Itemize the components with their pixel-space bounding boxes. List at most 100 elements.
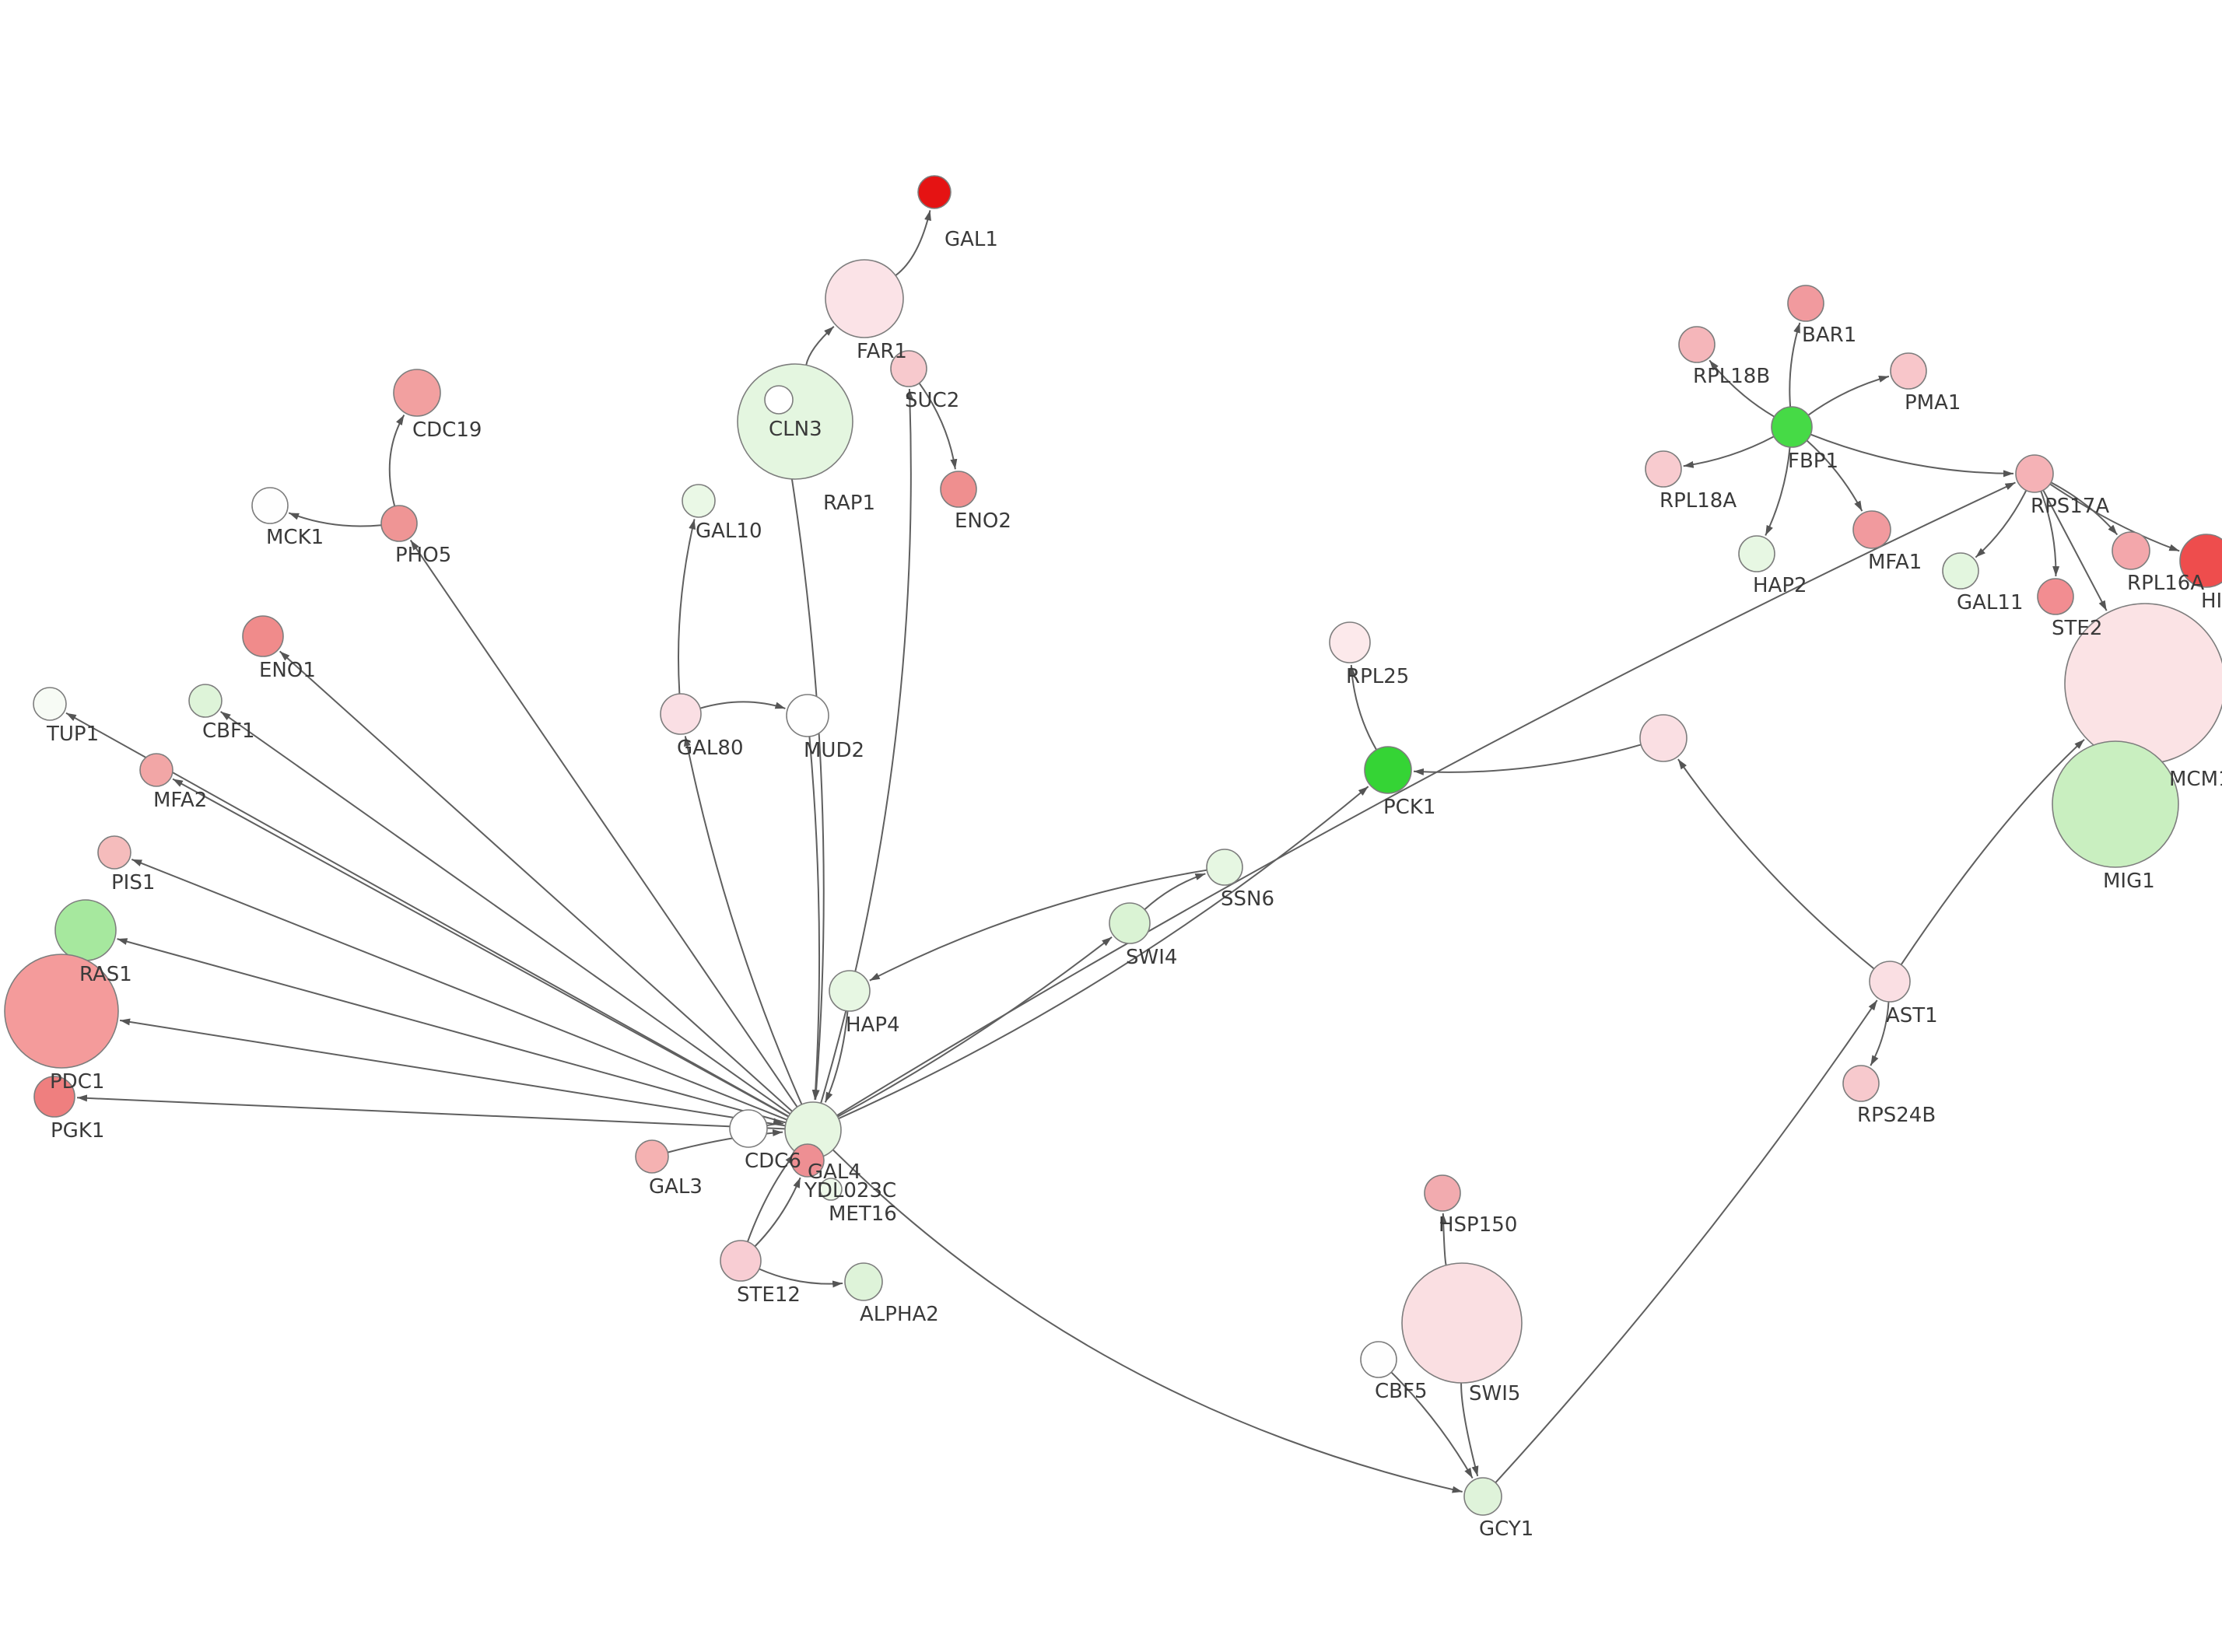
edge-GAL4-PGK1[interactable] [76,1094,786,1130]
node-MUD2[interactable] [786,694,829,737]
node-GAL11[interactable] [1942,552,1979,590]
edge-PHO5-MCK1[interactable] [288,512,382,527]
edge-RAP1-GAL4[interactable] [780,413,825,1101]
edge-GAL4-CBF1[interactable] [220,711,791,1115]
node-CBF1[interactable] [188,684,223,718]
node-HIS4[interactable] [2179,534,2222,588]
node-ALPHA2[interactable] [844,1262,883,1301]
node-TUP1[interactable] [33,687,67,721]
node-MFA2[interactable] [139,753,173,787]
edge-GAL4-PHO5[interactable] [409,539,798,1108]
edge-SSN6-HAP4[interactable] [869,869,1207,982]
edge-SWI5-GCY1[interactable] [1460,1382,1479,1477]
edge-FBP1-MFA1[interactable] [1806,439,1863,512]
node-STE12[interactable] [720,1240,762,1282]
edge-SWI5-HSP150[interactable] [1439,1213,1447,1265]
node-MET16[interactable] [819,1178,843,1201]
edge-AST1-N39[interactable] [1677,758,1875,970]
node-GCY1[interactable] [1463,1477,1502,1516]
edge-SWI4-SSN6[interactable] [1144,873,1206,911]
edge-AST1-MCM1[interactable] [1900,739,2085,965]
edge-GAL4-SWI4[interactable] [837,936,1113,1118]
edge-SUC2-ENO2[interactable] [918,383,958,470]
node-RPS17A[interactable] [2015,454,2054,493]
edge-GAL4-MFA2[interactable] [172,778,789,1118]
edge-GAL80-MUD2[interactable] [699,701,786,709]
node-PDC1[interactable] [4,954,119,1069]
edge-GAL3-GAL4[interactable] [668,1129,783,1153]
node-N39[interactable] [1639,714,1688,762]
node-PMA1[interactable] [1890,352,1927,390]
node-PIS1[interactable] [97,835,131,870]
node-STE2[interactable] [2037,578,2074,615]
node-HSP150[interactable] [1424,1174,1461,1212]
edge-CLN3-FAR1[interactable] [805,325,835,366]
edge-GAL4-GAL80[interactable] [683,736,803,1105]
edge-HAP4-GAL4[interactable] [824,1010,849,1103]
edge-GAL4-PIS1[interactable] [131,858,787,1121]
edge-GAL4-GCY1[interactable] [832,1149,1463,1493]
node-RPL18B[interactable] [1678,326,1716,363]
node-RAS1[interactable] [54,899,117,961]
node-YDL023C[interactable] [790,1143,825,1178]
edge-FBP1-RPL18B[interactable] [1709,359,1775,418]
edge-N39-PCK1[interactable] [1413,744,1642,775]
edge-GAL4-TUP1[interactable] [65,712,790,1118]
node-RPL18A[interactable] [1645,450,1682,488]
node-GAL3[interactable] [635,1139,669,1174]
edge-CDC6-GAL4[interactable] [766,1118,784,1126]
node-RPL16A[interactable] [2112,531,2150,570]
node-PHO5[interactable] [380,505,418,542]
node-PGK1[interactable] [33,1076,75,1118]
edge-GAL4-PCK1[interactable] [838,786,1369,1120]
edge-STE12-GAL4[interactable] [746,1153,795,1242]
edge-FBP1-RPS17A[interactable] [1810,433,2014,478]
edge-RPS17A-RPL16A[interactable] [2050,481,2119,536]
node-PCK1[interactable] [1364,746,1412,794]
edge-FAR1-GAL1[interactable] [895,210,931,277]
node-RPS24B[interactable] [1842,1065,1880,1102]
edge-MUD2-GAL4[interactable] [808,736,821,1101]
edge-RPS17A-GAL11[interactable] [1975,490,2027,558]
edge-FBP1-BAR1[interactable] [1789,322,1801,408]
node-SUC2[interactable] [890,350,927,387]
node-CDC19[interactable] [393,369,441,417]
node-SSN6[interactable] [1206,849,1243,886]
node-CDC6[interactable] [729,1109,768,1148]
edge-FBP1-HAP2[interactable] [1765,446,1791,536]
node-HAP2[interactable] [1738,535,1775,572]
edge-CBF5-GCY1[interactable] [1390,1371,1474,1479]
edge-GAL4-RPS17A[interactable] [836,481,2016,1117]
node-MFA1[interactable] [1852,510,1891,549]
edge-GAL4-PDC1[interactable] [119,1018,786,1127]
node-SWI4[interactable] [1109,902,1151,944]
edge-STE12-YDL023C[interactable] [754,1177,801,1248]
edge-GAL4-ENO1[interactable] [279,650,793,1112]
edge-GAL80-GAL10[interactable] [678,519,696,695]
edge-GCY1-AST1[interactable] [1495,999,1878,1483]
node-FBP1[interactable] [1771,406,1813,448]
edge-RPS17A-MCM1[interactable] [2042,489,2108,611]
edge-RPS17A-HIS4[interactable] [2049,483,2180,552]
node-GAL1[interactable] [917,175,952,209]
edge-AST1-RPS24B[interactable] [1870,1001,1890,1066]
node-SWI5[interactable] [1401,1262,1523,1384]
node-RPL25[interactable] [1329,621,1371,663]
node-CBF5[interactable] [1360,1341,1397,1378]
node-HAP4[interactable] [829,970,871,1012]
edge-PHO5-CDC19[interactable] [388,414,405,506]
edge-RPS17A-STE2[interactable] [2040,491,2060,577]
node-ENO2[interactable] [940,471,977,508]
node-GAL80[interactable] [660,693,702,735]
node-FAR1[interactable] [825,259,904,338]
edge-PCK1-RPL25[interactable] [1348,664,1377,751]
node-MIG1[interactable] [2052,740,2179,868]
edge-FBP1-RPL18A[interactable] [1683,436,1775,468]
edge-STE12-ALPHA2[interactable] [759,1268,843,1288]
node-MCK1[interactable] [251,487,289,524]
edge-FBP1-PMA1[interactable] [1807,375,1890,416]
node-AST1[interactable] [1869,961,1911,1003]
node-ENO1[interactable] [242,615,284,657]
node-GAL10[interactable] [682,484,716,518]
